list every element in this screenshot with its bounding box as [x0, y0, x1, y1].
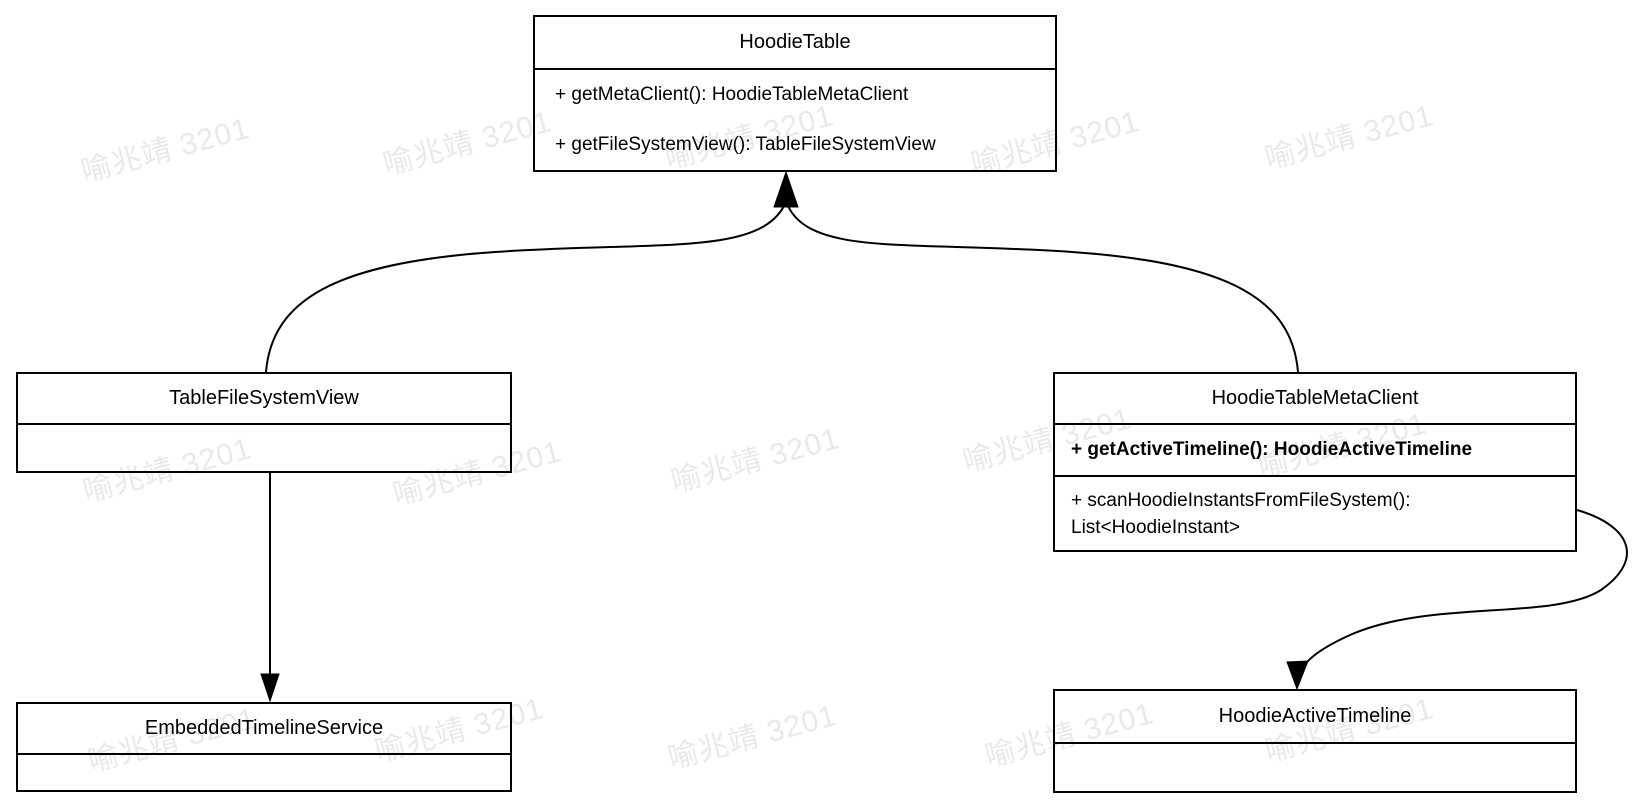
method-getactivetimeline: + getActiveTimeline(): HoodieActiveTimel…: [1055, 425, 1575, 477]
relation-hoodietablemetaclient-to-hoodieactivetimeline-line: [1299, 509, 1628, 674]
class-name-embeddedtimelineservice: EmbeddedTimelineService: [18, 704, 510, 755]
class-empty-section: [18, 755, 510, 790]
class-box-hoodietable: HoodieTable + getMetaClient(): HoodieTab…: [533, 15, 1057, 172]
arrowhead-to-embeddedtimelineservice-icon: [260, 673, 280, 703]
class-name-hoodietablemetaclient: HoodieTableMetaClient: [1055, 374, 1575, 425]
class-box-tablefilesystemview: TableFileSystemView: [16, 372, 512, 473]
relation-hoodietablemetaclient-to-hoodietable-line: [787, 205, 1299, 373]
class-box-embeddedtimelineservice: EmbeddedTimelineService: [16, 702, 512, 792]
method-scanhoodieinstantsfromfilesystem: + scanHoodieInstantsFromFileSystem(): Li…: [1071, 490, 1411, 538]
class-name-hoodieactivetimeline: HoodieActiveTimeline: [1055, 691, 1575, 744]
class-methods-hoodietable: + getMetaClient(): HoodieTableMetaClient…: [535, 70, 1055, 170]
class-name-hoodietable: HoodieTable: [535, 17, 1055, 70]
class-empty-section: [18, 425, 510, 471]
class-box-hoodietablemetaclient: HoodieTableMetaClient + getActiveTimelin…: [1053, 372, 1577, 552]
class-name-tablefilesystemview: TableFileSystemView: [18, 374, 510, 425]
class-box-hoodieactivetimeline: HoodieActiveTimeline: [1053, 689, 1577, 793]
class-empty-section: [1055, 744, 1575, 791]
relation-tablefilesystemview-to-hoodietable-line: [265, 205, 785, 373]
method-getfilesystemview: + getFileSystemView(): TableFileSystemVi…: [555, 134, 936, 155]
method-getmetaclient: + getMetaClient(): HoodieTableMetaClient: [555, 84, 909, 105]
arrowhead-to-hoodieactivetimeline-icon: [1286, 660, 1309, 691]
arrowhead-to-hoodietable-icon: [773, 170, 799, 208]
